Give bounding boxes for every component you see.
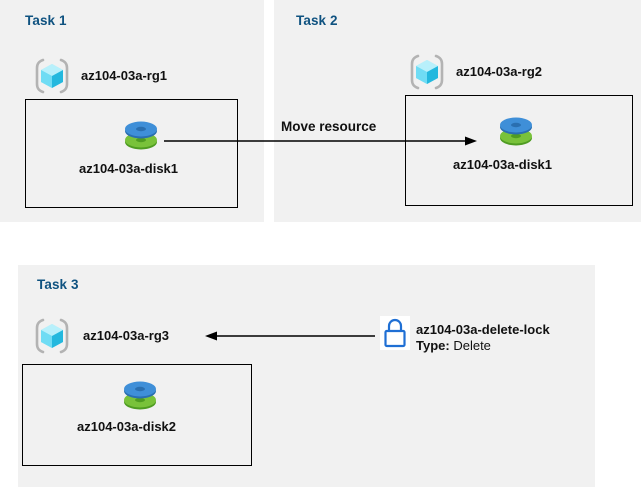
resource-label-task-3: az104-03a-disk2: [77, 419, 177, 434]
panel-title-task-2: Task 2: [296, 13, 338, 28]
managed-disk-icon: [119, 114, 163, 156]
resource-group-label-task-3: az104-03a-rg3: [83, 328, 169, 343]
panel-task-2: [274, 0, 641, 222]
lock-type-row: Type: Delete: [416, 338, 550, 354]
connector-arrow-delete-lock: [205, 331, 375, 341]
panel-task-3: [18, 265, 595, 487]
resource-group-cube-icon: [32, 56, 72, 96]
lock-details: az104-03a-delete-lock Type: Delete: [416, 322, 550, 354]
connector-arrow-move-resource: [164, 136, 477, 146]
lock-type-key: Type:: [416, 338, 454, 353]
resource-label-task-2: az104-03a-disk1: [453, 157, 553, 172]
resource-group-label-task-2: az104-03a-rg2: [456, 64, 542, 79]
panel-title-task-3: Task 3: [37, 277, 79, 292]
connector-label-move-resource: Move resource: [281, 119, 377, 134]
panel-task-1: [0, 0, 264, 222]
lock-type-value: Delete: [453, 338, 491, 353]
resource-group-cube-icon: [407, 52, 447, 92]
resource-label-task-1: az104-03a-disk1: [79, 161, 179, 176]
resource-group-cube-icon: [32, 316, 72, 356]
resource-group-boundary-task-1: [25, 99, 238, 208]
resource-group-boundary-task-2: [405, 95, 633, 206]
panel-title-task-1: Task 1: [25, 13, 67, 28]
lock-name-label: az104-03a-delete-lock: [416, 322, 550, 337]
lock-icon: [380, 316, 410, 350]
resource-group-label-task-1: az104-03a-rg1: [81, 68, 167, 83]
managed-disk-icon: [118, 374, 162, 416]
managed-disk-icon: [494, 110, 538, 152]
resource-group-boundary-task-3: [22, 364, 252, 466]
